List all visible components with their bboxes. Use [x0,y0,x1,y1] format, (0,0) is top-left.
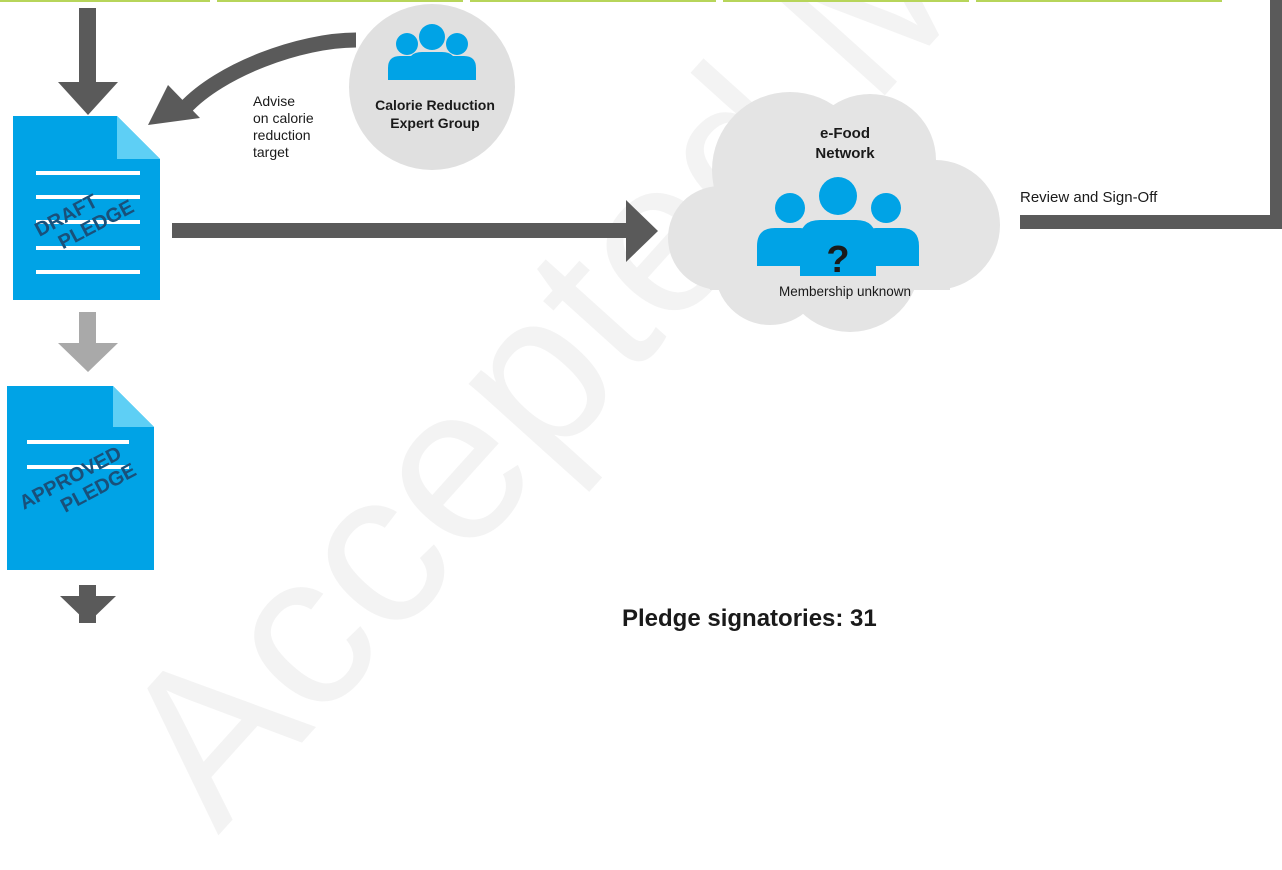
approved-pledge-document: APPROVED PLEDGE [7,386,154,570]
document-icon [13,116,160,300]
membership-caption: Membership unknown [778,284,912,299]
signatories-heading: Pledge signatories: 31 [622,605,877,632]
review-arrow [1020,0,1282,229]
expert-group-label: Calorie Reduction Expert Group [375,97,495,131]
people-group-icon [388,24,476,80]
submit-arrow [172,200,658,262]
arrow-out-approved [60,585,116,623]
question-icon: ? [826,239,849,281]
approve-arrow [58,312,118,372]
network-title: e-Food Network [815,125,875,162]
draft-pledge-document: DRAFT PLEDGE [13,116,160,300]
review-label: Review and Sign-Off [1020,189,1158,206]
document-icon [7,386,154,570]
top-band [0,0,1222,2]
expert-group-node [349,4,515,170]
people-group-icon [757,177,919,276]
process-diagram: DRAFT PLEDGE ? [0,0,1282,623]
advise-label: Advise on calorie reduction target [253,93,314,160]
advise-arrow [148,32,357,125]
arrow-into-draft [58,8,118,115]
